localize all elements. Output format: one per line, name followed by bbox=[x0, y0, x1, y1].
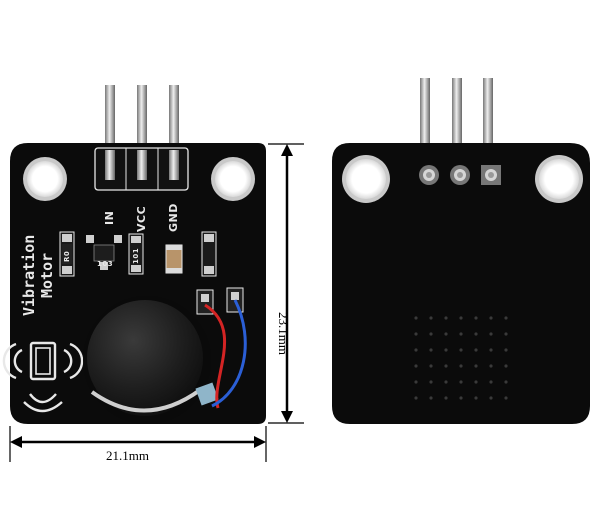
smd-component-r3 bbox=[201, 231, 217, 277]
via-dot bbox=[474, 396, 478, 400]
via-dot bbox=[444, 380, 448, 384]
via-grid bbox=[414, 316, 508, 400]
via-dot bbox=[474, 364, 478, 368]
back-pcb bbox=[332, 143, 590, 424]
back-header-pin-2 bbox=[452, 78, 462, 144]
header-pin-in bbox=[105, 85, 115, 177]
via-dot bbox=[489, 332, 493, 336]
height-label: 23.1mm bbox=[276, 312, 291, 355]
smd-component-r2 bbox=[128, 233, 144, 275]
via-dot bbox=[414, 364, 418, 368]
via-dot bbox=[459, 316, 463, 320]
back-header-pin-3 bbox=[483, 78, 493, 144]
back-board bbox=[332, 78, 590, 424]
pin-label-gnd: GND bbox=[167, 203, 180, 232]
via-dot bbox=[414, 332, 418, 336]
via-dot bbox=[429, 396, 433, 400]
blue-wire bbox=[211, 299, 247, 408]
via-dot bbox=[444, 316, 448, 320]
smd-component-r1 bbox=[59, 231, 75, 277]
component-code-r0: R0 bbox=[63, 250, 71, 262]
via-dot bbox=[489, 380, 493, 384]
header-pin-vcc bbox=[137, 85, 147, 177]
width-dimension bbox=[9, 426, 267, 462]
height-dimension bbox=[268, 143, 304, 424]
via-dot bbox=[504, 380, 508, 384]
via-dot bbox=[429, 364, 433, 368]
via-dot bbox=[429, 316, 433, 320]
component-code-101: 101 bbox=[132, 247, 140, 264]
via-dot bbox=[444, 364, 448, 368]
solder-joints bbox=[419, 165, 501, 185]
via-dot bbox=[414, 316, 418, 320]
width-label: 21.1mm bbox=[106, 448, 149, 463]
via-dot bbox=[414, 348, 418, 352]
via-dot bbox=[459, 396, 463, 400]
via-dot bbox=[489, 364, 493, 368]
via-dot bbox=[489, 396, 493, 400]
front-board bbox=[2, 85, 266, 424]
header-pin-gnd bbox=[169, 85, 179, 177]
via-dot bbox=[474, 332, 478, 336]
via-dot bbox=[414, 396, 418, 400]
via-dot bbox=[474, 348, 478, 352]
via-dot bbox=[474, 380, 478, 384]
back-header-pin-1 bbox=[420, 78, 430, 144]
pin-label-vcc: VCC bbox=[135, 205, 148, 232]
via-dot bbox=[504, 364, 508, 368]
via-dot bbox=[489, 316, 493, 320]
via-dot bbox=[414, 380, 418, 384]
via-dot bbox=[429, 380, 433, 384]
via-dot bbox=[504, 348, 508, 352]
via-dot bbox=[444, 348, 448, 352]
pin-label-in: IN bbox=[103, 210, 116, 225]
smd-transistor bbox=[86, 235, 122, 270]
board-title-line-2: Motor bbox=[38, 252, 56, 298]
via-dot bbox=[504, 316, 508, 320]
via-dot bbox=[429, 332, 433, 336]
via-dot bbox=[459, 348, 463, 352]
via-dot bbox=[444, 332, 448, 336]
component-code-103: 103 bbox=[97, 260, 114, 268]
via-dot bbox=[429, 348, 433, 352]
via-dot bbox=[504, 396, 508, 400]
smd-capacitor bbox=[165, 244, 183, 274]
via-dot bbox=[459, 332, 463, 336]
via-dot bbox=[504, 332, 508, 336]
red-wire bbox=[204, 303, 226, 409]
via-dot bbox=[474, 316, 478, 320]
via-dot bbox=[459, 364, 463, 368]
via-dot bbox=[444, 396, 448, 400]
board-title-line-1: Vibration bbox=[20, 234, 38, 316]
vibration-icon bbox=[2, 341, 84, 413]
via-dot bbox=[459, 380, 463, 384]
via-dot bbox=[489, 348, 493, 352]
